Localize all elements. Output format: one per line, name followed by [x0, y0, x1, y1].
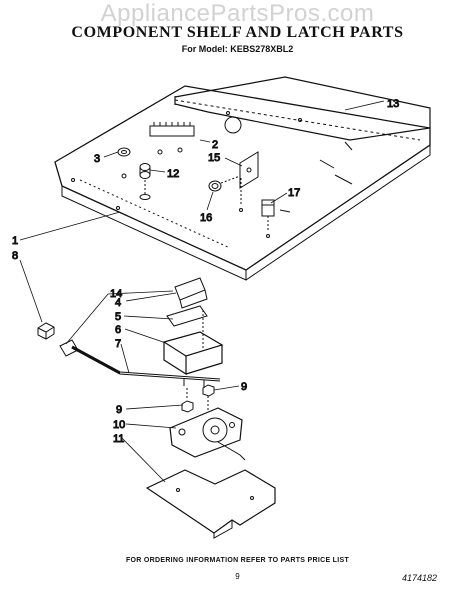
shelf-cover	[174, 76, 431, 141]
callout-4: 4	[115, 297, 121, 309]
ordering-info-footer: FOR ORDERING INFORMATION REFER TO PARTS …	[125, 557, 350, 564]
leader-lines	[19, 100, 385, 483]
watermark: AppliancePartsPros.com	[100, 0, 375, 27]
nut-right	[202, 384, 215, 410]
switch	[261, 199, 291, 238]
latch-box	[162, 310, 224, 376]
document-number: 4174182	[402, 573, 438, 583]
callout-9-left: 9	[116, 404, 122, 416]
component-shelf	[54, 85, 431, 281]
callout-14: 14	[110, 288, 122, 300]
mounting-plate	[145, 469, 276, 539]
latch-mechanism	[169, 407, 246, 461]
nut-left	[181, 388, 194, 413]
callout-12: 12	[167, 168, 179, 180]
callout-10: 10	[113, 419, 125, 431]
callout-17: 17	[288, 187, 300, 199]
page-number: 9	[235, 572, 240, 581]
model-line: For Model: KEBS278XBL2	[181, 44, 294, 54]
hinge-knob	[208, 175, 241, 192]
terminal-strip	[149, 122, 195, 155]
callout-7: 7	[115, 338, 121, 350]
connector-plug	[37, 322, 55, 340]
callout-1: 1	[12, 235, 18, 247]
bracket	[239, 151, 259, 212]
latch-rod	[71, 345, 221, 388]
callout-9-right: 9	[241, 381, 247, 393]
callout-6: 6	[115, 324, 121, 336]
latch-switch	[166, 277, 208, 327]
callout-11: 11	[113, 433, 124, 445]
callout-8: 8	[12, 250, 18, 262]
callout-5: 5	[115, 311, 121, 323]
grommet	[117, 147, 131, 179]
callout-13: 13	[387, 98, 399, 110]
callout-3: 3	[94, 153, 100, 165]
bumper	[139, 163, 151, 200]
callout-16: 16	[200, 212, 212, 224]
callout-15: 15	[208, 152, 220, 164]
page-title: COMPONENT SHELF AND LATCH PARTS	[71, 24, 404, 41]
callout-2: 2	[212, 139, 218, 151]
